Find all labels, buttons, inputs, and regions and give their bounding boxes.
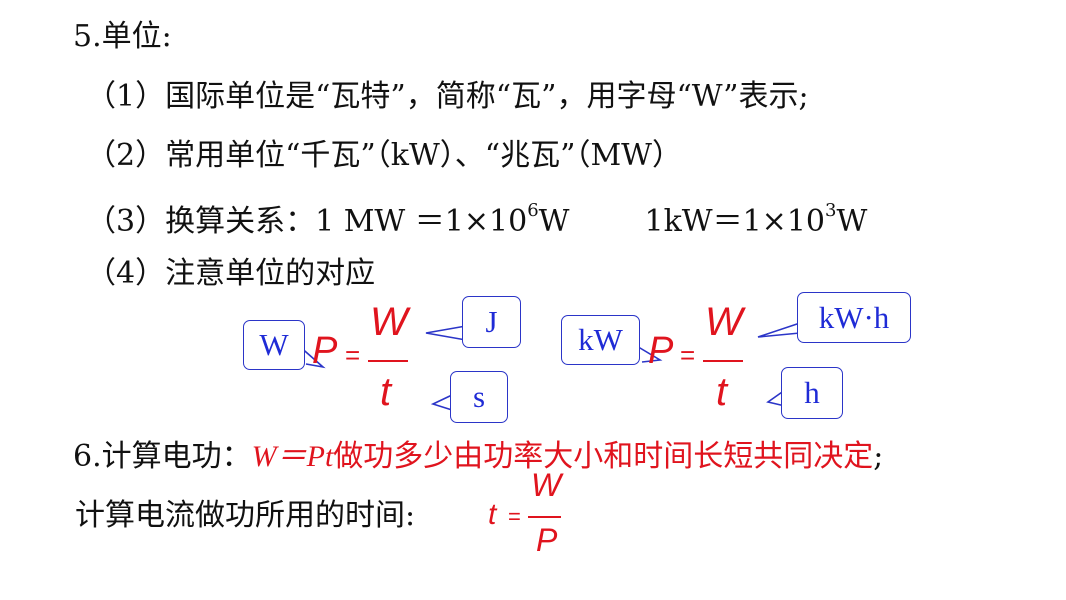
formula-2-fraction-bar xyxy=(703,360,743,362)
item-3-unit-w: W xyxy=(538,204,570,239)
item-3-number: （3） xyxy=(86,204,166,239)
item-3-unit-w-2: W xyxy=(836,204,868,239)
formula-1-num: W xyxy=(370,300,408,344)
formula-1-den: t xyxy=(380,370,392,414)
unit-box-j: J xyxy=(462,296,521,348)
section-5-title-text: 5.单位: xyxy=(73,19,172,54)
unit-box-kw: kW xyxy=(561,315,640,365)
item-1: （1）国际单位是“瓦特”，简称“瓦”，用字母“W”表示; xyxy=(86,77,809,117)
item-3-sup-3: 3 xyxy=(825,200,837,221)
unit-box-w-text: W xyxy=(259,327,289,362)
formula-1-fraction-bar xyxy=(368,360,408,362)
time-formula-den: P xyxy=(536,522,558,558)
item-3-text-2: 1kW＝1×10 xyxy=(644,204,826,239)
item-3-sup-6: 6 xyxy=(527,200,539,221)
item-4-text: 注意单位的对应 xyxy=(165,256,376,291)
formula-2-eq: = xyxy=(680,340,696,370)
unit-box-h-text: h xyxy=(804,375,820,410)
time-formula-eq: = xyxy=(508,504,521,529)
unit-box-kwh: kW·h xyxy=(797,292,911,343)
unit-box-s-text: s xyxy=(472,379,486,414)
section-6-semicolon: ; xyxy=(873,439,884,474)
time-formula-fraction-bar xyxy=(528,516,561,518)
time-formula-t: t xyxy=(488,498,497,531)
item-4: （4）注意单位的对应 xyxy=(86,254,375,294)
section-5-title: 5.单位: xyxy=(73,17,172,57)
formula-1-p: P xyxy=(312,330,338,372)
item-2-text: 常用单位“千瓦”（kW）、“兆瓦”（MW） xyxy=(165,138,683,173)
item-2-number: （2） xyxy=(86,138,166,173)
item-2: （2）常用单位“千瓦”（kW）、“兆瓦”（MW） xyxy=(86,136,682,176)
item-1-number: （1） xyxy=(86,79,166,114)
item-4-number: （4） xyxy=(86,256,166,291)
time-line: 计算电流做功所用的时间: xyxy=(75,496,415,536)
item-3-text: 换算关系：1 MW ＝1×10 xyxy=(165,204,528,239)
formula-2-den: t xyxy=(716,370,728,414)
unit-box-kw-text: kW xyxy=(578,322,623,357)
item-1-text: 国际单位是“瓦特”，简称“瓦”，用字母“W”表示; xyxy=(165,79,809,114)
section-6: 6.计算电功：W＝Pt 做功多少由功率大小和时间长短共同决定; xyxy=(73,437,883,477)
formula-2-p: P xyxy=(648,330,674,372)
time-formula-num: W xyxy=(531,467,562,503)
formula-1-eq: = xyxy=(345,340,361,370)
section-6-description: 做功多少由功率大小和时间长短共同决定 xyxy=(333,439,874,474)
unit-box-kwh-text: kW·h xyxy=(818,299,890,335)
time-label: 计算电流做功所用的时间: xyxy=(75,498,416,533)
unit-box-h: h xyxy=(781,367,843,419)
unit-box-w: W xyxy=(243,320,305,370)
section-6-label: 6.计算电功： xyxy=(73,439,252,474)
unit-box-j-text: J xyxy=(485,304,498,339)
unit-box-s: s xyxy=(450,371,508,423)
formula-2-num: W xyxy=(705,300,743,344)
section-6-formula: W＝Pt xyxy=(251,440,334,473)
